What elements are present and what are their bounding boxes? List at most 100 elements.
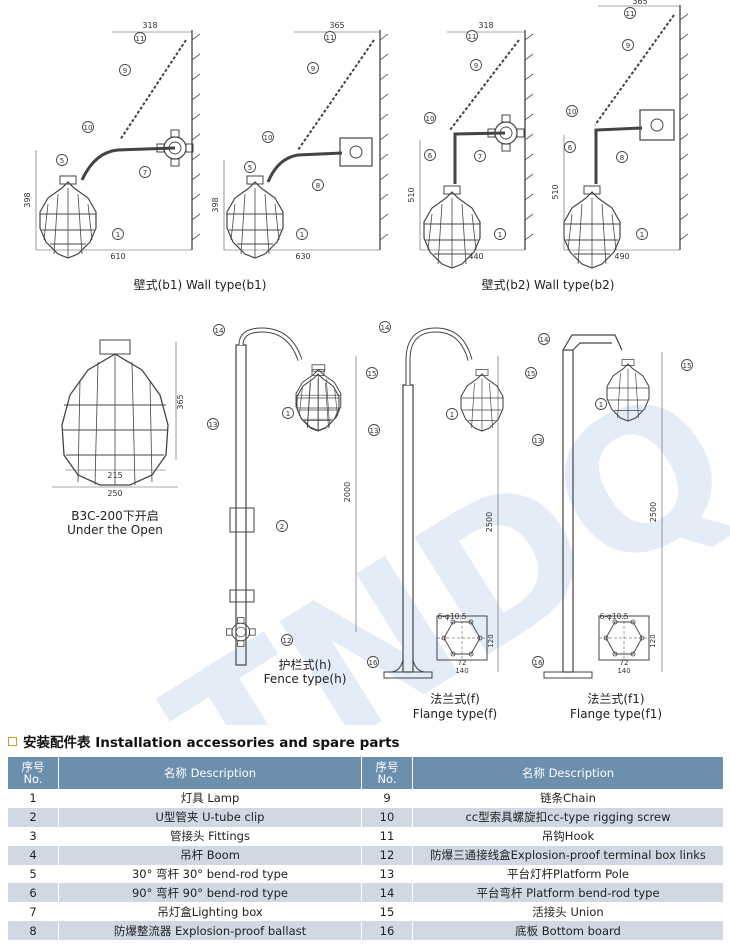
- svg-text:9: 9: [311, 65, 315, 73]
- dim-120-f: 120: [487, 634, 495, 647]
- figure-fence: 2000 14 15 1 13 2 12: [207, 324, 378, 666]
- svg-text:9: 9: [626, 42, 630, 50]
- cell-desc-b: cc型索具螺旋扣cc-type rigging screw: [412, 807, 724, 827]
- dim-2500-f: 2500: [485, 512, 494, 532]
- cell-desc-b: 平台灯杆Platform Pole: [412, 864, 724, 884]
- cell-no-b: 12: [361, 845, 413, 865]
- svg-text:1: 1: [599, 401, 603, 409]
- cell-no-b: 10: [361, 807, 413, 827]
- svg-text:16: 16: [369, 659, 378, 667]
- svg-text:10: 10: [426, 115, 435, 123]
- cell-no-b: 13: [361, 864, 413, 884]
- dim-140-f: 140: [455, 667, 468, 675]
- cell-desc-a: 吊杆 Boom: [58, 845, 362, 865]
- svg-text:10: 10: [568, 108, 577, 116]
- svg-text:9: 9: [474, 62, 478, 70]
- dim-250: 250: [107, 489, 122, 498]
- dim-610: 610: [110, 252, 125, 261]
- cell-no-b: 14: [361, 883, 413, 903]
- caption-fence-1: 护栏式(h): [278, 658, 332, 672]
- cell-no-b: 11: [361, 826, 413, 846]
- cell-desc-b: 底板 Bottom board: [412, 921, 724, 941]
- dim-398-b: 398: [211, 197, 220, 212]
- svg-text:1: 1: [498, 231, 502, 239]
- svg-text:7: 7: [143, 169, 147, 177]
- dim-215: 215: [107, 471, 122, 480]
- figure-wall-b2: 318 510 440 11 9 10 6 7 1: [407, 21, 534, 269]
- cell-no-b: 15: [361, 902, 413, 922]
- dim-490: 490: [614, 252, 629, 261]
- dim-2500-f1: 2500: [649, 502, 658, 522]
- dim-72-f1: 72: [620, 659, 629, 667]
- square-bullet-icon: [8, 736, 17, 746]
- cell-no-a: 3: [8, 826, 59, 846]
- dim-holes-f1: 6-φ10.5: [599, 612, 628, 621]
- svg-text:1: 1: [640, 231, 644, 239]
- caption-wall-b2: 壁式(b2) Wall type(b2): [481, 278, 615, 292]
- caption-flange-f-2: Flange type(f): [412, 707, 498, 721]
- cell-no-a: 7: [8, 902, 59, 922]
- dim-630: 630: [295, 252, 310, 261]
- dim-398: 398: [23, 192, 32, 207]
- cell-desc-a: 吊灯盒Lighting box: [58, 902, 362, 922]
- cell-desc-b: 防爆三通接线盒Explosion-proof terminal box link…: [412, 845, 724, 865]
- dim-2000: 2000: [343, 482, 352, 502]
- svg-text:8: 8: [620, 154, 624, 162]
- figure-wall-b1-box: 365 398 630 11 9 10 5 8 1: [211, 21, 389, 261]
- svg-text:11: 11: [468, 33, 477, 41]
- cell-desc-b: 活接头 Union: [412, 902, 724, 922]
- technical-drawings: TNDQ.CN 318 398 610 11 9 10 5 7 1: [23, 0, 730, 725]
- cell-no-a: 6: [8, 883, 59, 903]
- dim-72-f: 72: [458, 659, 467, 667]
- dim-365-b2: 365: [632, 0, 647, 6]
- figure-wall-b1: 318 398 610 11 9 10 5 7 1: [23, 21, 201, 261]
- dim-140-f1: 140: [617, 667, 630, 675]
- svg-text:2: 2: [280, 523, 284, 531]
- cell-no-a: 4: [8, 845, 59, 865]
- cell-desc-a: U型管夹 U-tube clip: [58, 807, 362, 827]
- header-desc-b: 名称 Description: [412, 757, 724, 789]
- svg-text:1: 1: [286, 410, 290, 418]
- figure-flange-f1: 2500 6-φ10.5 120 72 140 14 15 1 13 16: [532, 333, 693, 679]
- section-title: 安装配件表 Installation accessories and spare…: [23, 735, 400, 751]
- svg-text:11: 11: [326, 34, 335, 42]
- svg-text:10: 10: [84, 124, 93, 132]
- svg-text:15: 15: [368, 370, 377, 378]
- svg-text:5: 5: [248, 164, 252, 172]
- caption-flange-f1-1: 法兰式(f1): [587, 692, 645, 706]
- svg-text:12: 12: [283, 637, 292, 645]
- dim-318-b2: 318: [478, 21, 493, 30]
- figure-wall-b2-box: 365 510 490 11 9 10 6 8 1: [551, 0, 689, 269]
- svg-text:15: 15: [683, 362, 692, 370]
- cell-no-a: 8: [8, 921, 59, 941]
- dim-365-open: 365: [176, 394, 185, 409]
- caption-open-1: B3C-200下开启: [71, 509, 159, 523]
- header-desc-a: 名称 Description: [58, 757, 362, 789]
- svg-text:6: 6: [568, 144, 573, 152]
- dim-holes-f: 6-φ10.5: [437, 612, 466, 621]
- caption-wall-b1: 壁式(b1) Wall type(b1): [133, 278, 267, 292]
- dim-365: 365: [329, 21, 344, 30]
- cell-desc-a: 30° 弯杆 30° bend-rod type: [58, 864, 362, 884]
- figure-flange-f: 2500 6-φ10.5 120 72 140 14 15 1 13 16: [367, 321, 537, 679]
- section-heading: 安装配件表 Installation accessories and spare…: [8, 731, 400, 751]
- cell-no-b: 16: [361, 921, 413, 941]
- svg-text:14: 14: [540, 336, 549, 344]
- svg-text:1: 1: [116, 231, 120, 239]
- svg-text:14: 14: [215, 327, 224, 335]
- pole-lamps-svg: [296, 358, 650, 432]
- cell-no-a: 2: [8, 807, 59, 827]
- cell-desc-b: 平台弯杆 Platform bend-rod type: [412, 883, 724, 903]
- caption-flange-f-1: 法兰式(f): [430, 692, 480, 706]
